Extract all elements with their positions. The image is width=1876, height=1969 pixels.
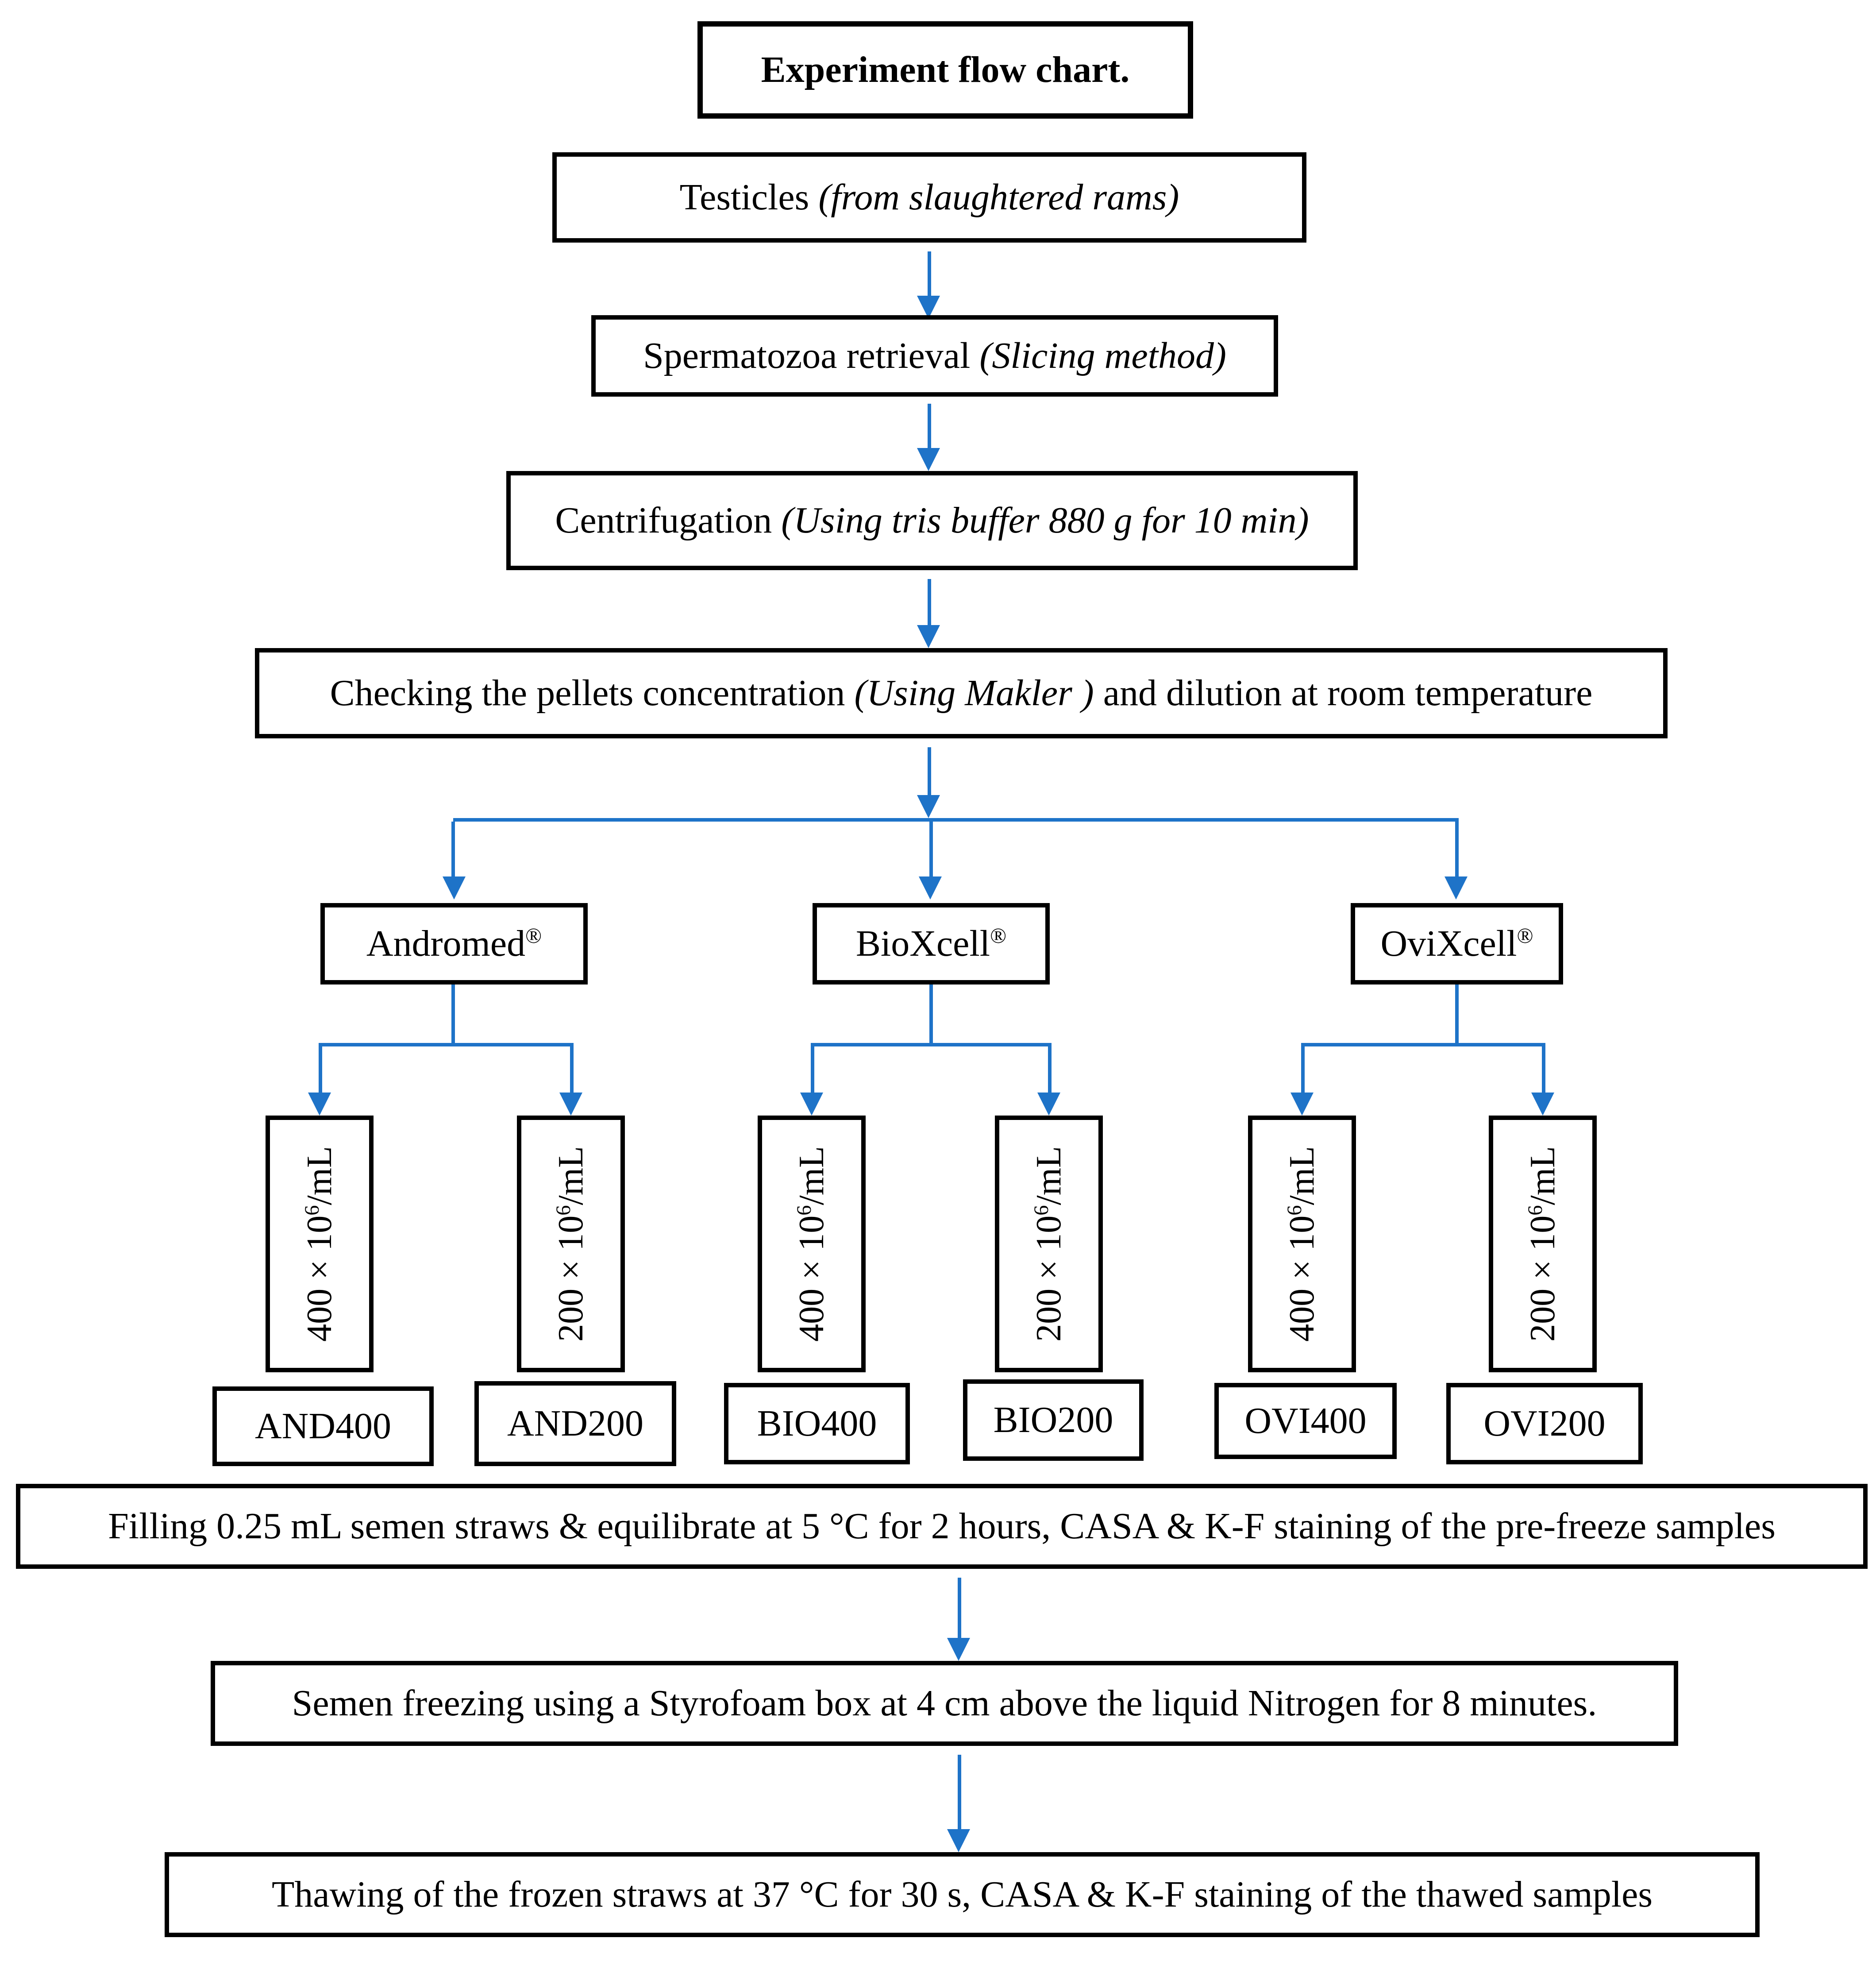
split-connector-line [453, 818, 1459, 822]
branch-arrow-line [451, 822, 455, 876]
bracket-arrow-head-icon [1531, 1093, 1554, 1116]
bracket-arrow-head-icon [1290, 1093, 1314, 1116]
bracket-arm-line [570, 1046, 574, 1093]
bracket-stem-line [451, 984, 455, 1045]
bracket-connector-line [319, 1043, 574, 1046]
ovixcell-text: OviXcell® [1380, 923, 1533, 964]
down-arrow-line [958, 1578, 961, 1640]
bracket-arrow-head-icon [559, 1093, 582, 1116]
checking-text: Checking the pellets concentration (Usin… [330, 672, 1593, 714]
step-box-testicles: Testicles (from slaughtered rams) [552, 152, 1306, 243]
label-box-bio200: BIO200 [963, 1379, 1144, 1461]
down-arrow-line [928, 251, 931, 296]
extender-box-bioxcell: BioXcell® [813, 903, 1050, 984]
branch-arrow-head-icon [919, 876, 942, 900]
concentration-text: 200 × 106/mL [551, 1146, 590, 1342]
concentration-box-ovi400: 400 × 106/mL [1248, 1116, 1356, 1372]
branch-arrow-line [1455, 822, 1459, 876]
bracket-arm-line [1542, 1046, 1545, 1093]
step-box-freezing: Semen freezing using a Styrofoam box at … [211, 1661, 1678, 1746]
down-arrow-head-icon [947, 1638, 970, 1661]
branch-arrow-head-icon [443, 876, 466, 900]
bracket-arrow-head-icon [1037, 1093, 1060, 1116]
sample-label: OVI400 [1244, 1400, 1367, 1441]
down-arrow-head-icon [917, 625, 940, 648]
bracket-arrow-head-icon [800, 1093, 823, 1116]
andromed-text: Andromed® [366, 923, 542, 964]
bracket-connector-line [1301, 1043, 1545, 1046]
down-arrow-head-icon [917, 296, 940, 319]
bioxcell-text: BioXcell® [855, 923, 1007, 964]
bracket-stem-line [1455, 984, 1459, 1045]
branch-arrow-line [929, 822, 933, 876]
sample-label: OVI200 [1483, 1402, 1606, 1444]
extender-box-andromed: Andromed® [320, 903, 588, 984]
label-box-bio400: BIO400 [724, 1383, 910, 1464]
down-arrow-head-icon [917, 795, 940, 818]
label-box-ovi200: OVI200 [1446, 1383, 1643, 1464]
extender-box-ovixcell: OviXcell® [1351, 903, 1563, 984]
step-box-thawing: Thawing of the frozen straws at 37 °C fo… [165, 1852, 1760, 1937]
step-box-centrifugation: Centrifugation (Using tris buffer 880 g … [506, 471, 1358, 570]
title-text: Experiment flow chart. [761, 49, 1130, 90]
sample-label: BIO400 [757, 1402, 877, 1444]
concentration-box-bio200: 200 × 106/mL [995, 1116, 1103, 1372]
concentration-box-ovi200: 200 × 106/mL [1489, 1116, 1597, 1372]
bracket-stem-line [929, 984, 933, 1045]
concentration-text: 200 × 106/mL [1523, 1146, 1562, 1342]
bracket-arm-line [811, 1046, 814, 1093]
bracket-connector-line [811, 1043, 1052, 1046]
freezing-text: Semen freezing using a Styrofoam box at … [292, 1682, 1597, 1724]
bracket-arm-line [1048, 1046, 1052, 1093]
concentration-text: 400 × 106/mL [792, 1146, 831, 1342]
down-arrow-head-icon [917, 448, 940, 471]
down-arrow-line [928, 579, 931, 627]
down-arrow-line [928, 747, 931, 797]
step-box-title: Experiment flow chart. [697, 21, 1193, 119]
concentration-text: 400 × 106/mL [1283, 1146, 1321, 1342]
filling-text: Filling 0.25 mL semen straws & equilibra… [108, 1505, 1776, 1547]
label-box-and400: AND400 [212, 1386, 434, 1466]
retrieval-text: Spermatozoa retrieval (Slicing method) [643, 335, 1226, 376]
sample-label: BIO200 [993, 1399, 1113, 1440]
concentration-box-and200: 200 × 106/mL [517, 1116, 625, 1372]
concentration-text: 200 × 106/mL [1029, 1146, 1068, 1342]
down-arrow-head-icon [947, 1829, 970, 1852]
centrifugation-text: Centrifugation (Using tris buffer 880 g … [555, 499, 1309, 541]
step-box-retrieval: Spermatozoa retrieval (Slicing method) [591, 315, 1278, 397]
thawing-text: Thawing of the frozen straws at 37 °C fo… [271, 1873, 1653, 1915]
concentration-box-and400: 400 × 106/mL [266, 1116, 374, 1372]
concentration-box-bio400: 400 × 106/mL [758, 1116, 866, 1372]
concentration-text: 400 × 106/mL [300, 1146, 339, 1342]
branch-arrow-head-icon [1445, 876, 1468, 900]
bracket-arrow-head-icon [308, 1093, 331, 1116]
bracket-arm-line [319, 1046, 322, 1093]
step-box-checking: Checking the pellets concentration (Usin… [255, 648, 1668, 738]
down-arrow-line [928, 404, 931, 450]
bracket-arm-line [1301, 1046, 1305, 1093]
down-arrow-line [958, 1755, 961, 1829]
sample-label: AND200 [507, 1402, 643, 1444]
label-box-ovi400: OVI400 [1214, 1383, 1397, 1459]
sample-label: AND400 [255, 1405, 391, 1447]
testicles-text: Testicles (from slaughtered rams) [679, 176, 1179, 218]
label-box-and200: AND200 [474, 1381, 676, 1466]
step-box-filling: Filling 0.25 mL semen straws & equilibra… [16, 1484, 1868, 1569]
